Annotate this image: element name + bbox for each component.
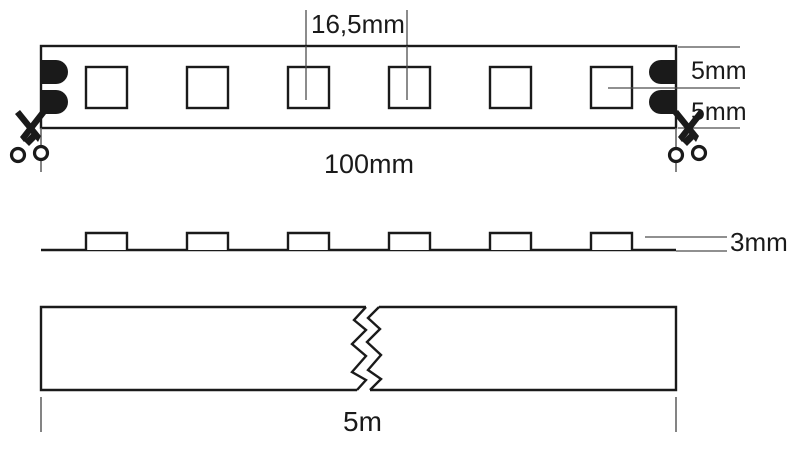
led-square [84,65,129,110]
dimension-label-led-pitch: 16,5mm [311,9,405,39]
side-view-led-bump [84,231,129,250]
side-view-led-bump [488,231,533,250]
full-roll-view-group: 5m [39,305,678,437]
solder-pad-right-top [649,60,676,84]
dimension-label-cut-length: 100mm [324,149,414,179]
scissors-icon [9,110,50,164]
side-view-led-bump [185,231,230,250]
scissors-handle-left [9,146,27,164]
scissors-handle-left [667,146,685,164]
scissors-pivot [24,133,36,146]
side-view-led-bump [387,231,432,250]
reel-outline-left [39,305,366,392]
scissors-icon [667,110,708,164]
solder-pad-right-bottom [649,90,676,114]
scissors-pivot [682,133,694,146]
scissors-blade-b [20,110,46,142]
led-square [185,65,230,110]
solder-pad-left-top [41,60,68,84]
scissors-handle-right [32,144,50,162]
top-view-group: 16,5mm 100mm 5mm 5mm [9,9,747,179]
dimension-label-total-length: 5m [343,406,382,437]
strip-body-outline [39,44,678,130]
break-symbol-right [365,306,383,391]
scissors-blade-a [673,110,699,142]
dimension-label-pad-top: 5mm [691,57,747,85]
scissors-blade-b [678,110,704,142]
led-square [387,65,432,110]
dimension-label-thickness: 3mm [730,227,788,257]
solder-pad-left-bottom [41,90,68,114]
led-square [286,65,331,110]
scissors-handle-right [690,144,708,162]
reel-outline-right [370,305,678,392]
side-view-led-bump [286,231,331,250]
break-symbol-left [350,306,368,391]
scissors-blade-a [15,110,41,142]
side-view-group: 3mm [41,227,788,257]
side-view-led-bump [589,231,634,250]
led-square [488,65,533,110]
